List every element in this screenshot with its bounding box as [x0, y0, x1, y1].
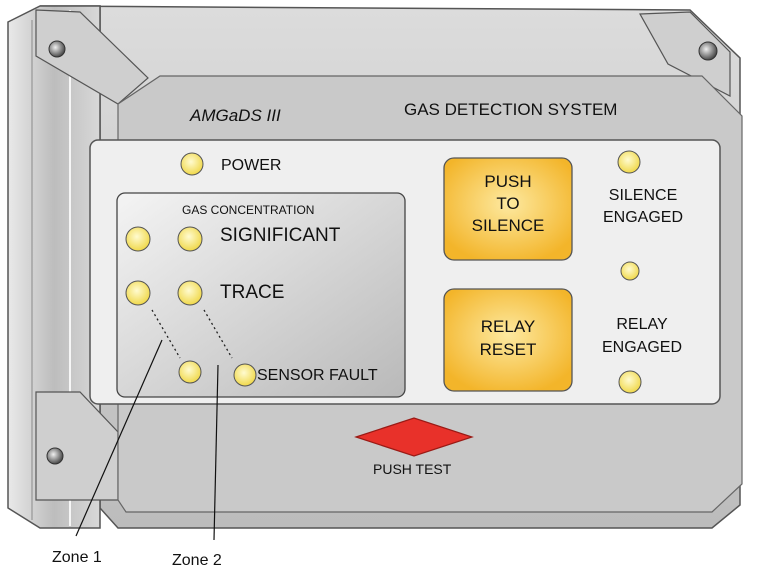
silence-engaged-led	[617, 150, 641, 174]
zone1-significant-led	[125, 226, 151, 252]
silence-button-line3: SILENCE	[472, 216, 545, 235]
brand-label: AMGaDS III	[189, 106, 281, 125]
status-led	[620, 261, 640, 281]
zone2-trace-led	[177, 280, 203, 306]
zone2-sensor-fault-led	[233, 363, 257, 387]
zone1-sensor-fault-led	[178, 360, 202, 384]
relay-engaged-line2: ENGAGED	[602, 339, 682, 356]
zone2-dotted-link	[203, 309, 233, 359]
relay-engaged-led	[618, 370, 642, 394]
relay-reset-button[interactable]	[443, 288, 573, 392]
zone1-dotted-link	[151, 309, 181, 359]
zone2-significant-led	[177, 226, 203, 252]
screw-icon	[46, 447, 64, 465]
zone1-trace-led	[125, 280, 151, 306]
power-led	[180, 152, 204, 176]
zone1-callout-line	[75, 339, 163, 537]
silence-engaged-line2: ENGAGED	[603, 209, 683, 226]
zone2-callout-line	[213, 364, 219, 541]
significant-label: SIGNIFICANT	[220, 225, 341, 246]
trace-label: TRACE	[220, 282, 284, 303]
push-test-label: PUSH TEST	[373, 461, 452, 477]
silence-button-line1: PUSH	[484, 172, 531, 191]
zone1-label: Zone 1	[52, 549, 102, 566]
relay-reset-line2: RESET	[480, 340, 537, 359]
push-test-button[interactable]	[354, 417, 474, 457]
relay-engaged-line1: RELAY	[616, 316, 668, 333]
zone2-label: Zone 2	[172, 552, 222, 569]
gas-concentration-title: GAS CONCENTRATION	[182, 203, 314, 217]
system-title: GAS DETECTION SYSTEM	[404, 100, 617, 119]
silence-button-line2: TO	[496, 194, 519, 213]
screw-icon	[698, 41, 718, 61]
relay-reset-line1: RELAY	[481, 317, 536, 336]
sensor-fault-label: SENSOR FAULT	[257, 367, 378, 384]
silence-engaged-line1: SILENCE	[609, 187, 677, 204]
push-to-silence-button[interactable]	[443, 157, 573, 261]
power-label: POWER	[221, 157, 281, 174]
screw-icon	[48, 40, 66, 58]
